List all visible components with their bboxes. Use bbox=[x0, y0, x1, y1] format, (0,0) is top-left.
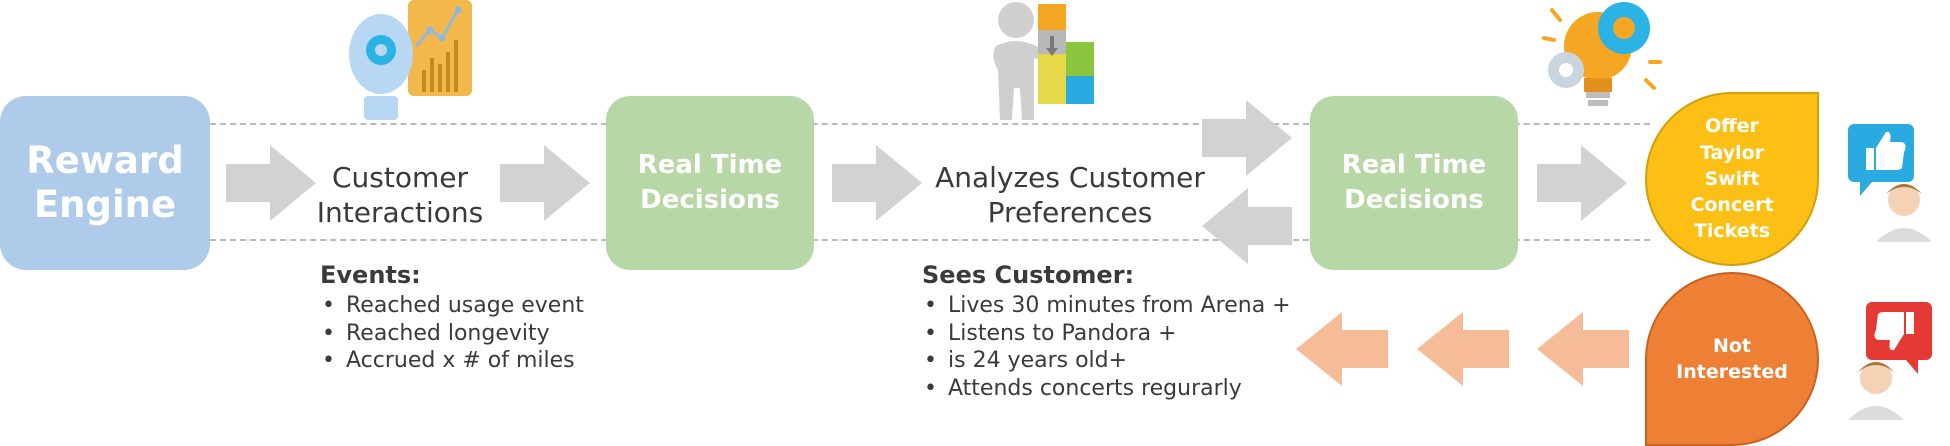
reward-engine-label: Reward Engine bbox=[26, 138, 184, 226]
dashed-line-bottom bbox=[210, 239, 1650, 241]
dashed-line-top bbox=[210, 123, 1650, 125]
list-item: Reached usage event bbox=[322, 292, 584, 320]
not-interested-box: Not Interested bbox=[1645, 272, 1819, 446]
arrow-right-1 bbox=[226, 145, 316, 221]
events-list: Events: Reached usage event Reached long… bbox=[320, 260, 584, 375]
real-time-decisions-right-box: Real Time Decisions bbox=[1310, 96, 1518, 270]
lightbulb-gears-icon bbox=[1542, 2, 1662, 106]
offer-label: Offer Taylor Swift Concert Tickets bbox=[1690, 115, 1774, 243]
offer-tickets-box: Offer Taylor Swift Concert Tickets bbox=[1645, 92, 1819, 266]
arrow-left-1 bbox=[1202, 188, 1292, 264]
analyzes-text: Analyzes Customer Preferences bbox=[935, 161, 1205, 229]
list-item: Accrued x # of miles bbox=[322, 347, 584, 375]
sees-customer-list: Sees Customer: Lives 30 minutes from Are… bbox=[922, 260, 1291, 402]
arrow-right-5 bbox=[1537, 145, 1627, 221]
events-heading: Events: bbox=[320, 261, 421, 289]
arrow-right-4 bbox=[1202, 100, 1292, 176]
customer-interactions-text: Customer Interactions bbox=[316, 161, 484, 229]
reward-engine-box: Reward Engine bbox=[0, 96, 210, 270]
arrow-left-peach-2 bbox=[1417, 312, 1509, 386]
real-time-decisions-left-box: Real Time Decisions bbox=[606, 96, 814, 270]
arrow-left-peach-3 bbox=[1537, 312, 1629, 386]
rtd-left-label: Real Time Decisions bbox=[637, 149, 783, 215]
list-item: Lives 30 minutes from Arena + bbox=[924, 292, 1291, 320]
list-item: Listens to Pandora + bbox=[924, 320, 1291, 348]
thumbs-down-person-icon bbox=[1848, 302, 1932, 420]
arrow-left-peach-1 bbox=[1296, 312, 1388, 386]
arrow-right-2 bbox=[500, 145, 590, 221]
puzzle-person-icon bbox=[993, 2, 1094, 120]
arrow-right-3 bbox=[832, 145, 922, 221]
list-item: is 24 years old+ bbox=[924, 347, 1291, 375]
sees-customer-heading: Sees Customer: bbox=[922, 261, 1135, 289]
list-item: Reached longevity bbox=[322, 320, 584, 348]
analytics-person-icon bbox=[349, 0, 472, 120]
list-item: Attends concerts regurarly bbox=[924, 375, 1291, 403]
analyzes-customer-preferences-label: Analyzes Customer Preferences bbox=[925, 160, 1215, 230]
not-interested-label: Not Interested bbox=[1676, 334, 1788, 383]
customer-interactions-label: Customer Interactions bbox=[300, 160, 500, 230]
rtd-right-label: Real Time Decisions bbox=[1341, 149, 1487, 215]
thumbs-up-person-icon bbox=[1848, 124, 1932, 242]
